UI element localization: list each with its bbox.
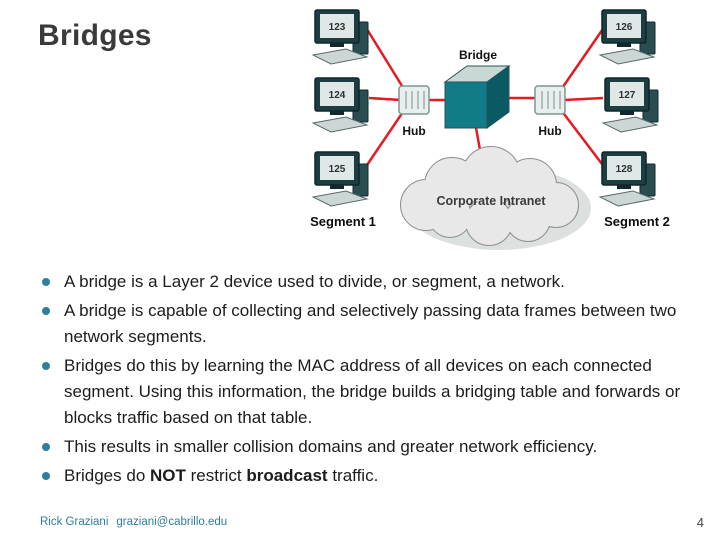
network-links [363, 25, 607, 169]
network-diagram: 123 124 125 126 127 128 Hub Hub Bridge [310, 9, 670, 250]
slide-footer: Rick Graziani graziani@cabrillo.edu [40, 516, 235, 528]
computer-icon: 126 [599, 9, 656, 65]
computer-icon: 128 [599, 151, 656, 207]
hub-left-label: Hub [402, 124, 425, 138]
bridge-icon [443, 65, 511, 129]
page-number: 4 [696, 515, 704, 530]
bullet-text: Bridges do this by learning the MAC addr… [64, 356, 681, 427]
bullet-text: This results in smaller collision domain… [64, 437, 598, 456]
computer-icon: 127 [602, 77, 659, 133]
cloud-icon: Corporate Intranet [400, 146, 591, 250]
bullet-item: Bridges do NOT restrict broadcast traffi… [40, 463, 704, 489]
bullet-item: A bridge is a Layer 2 device used to div… [40, 269, 704, 295]
computer-icon: 125 [312, 151, 369, 207]
computer-label: 125 [329, 164, 346, 175]
computer-label: 126 [616, 22, 633, 33]
bullet-list: A bridge is a Layer 2 device used to div… [40, 269, 704, 492]
computer-icon: 123 [312, 9, 369, 65]
bullet-item: This results in smaller collision domain… [40, 434, 704, 460]
bullet-item: Bridges do this by learning the MAC addr… [40, 353, 704, 431]
computer-label: 128 [616, 164, 633, 175]
footer-email: graziani@cabrillo.edu [116, 516, 228, 528]
bullet-text: Bridges do [64, 466, 150, 485]
hub-icon [534, 85, 566, 115]
segment-1-label: Segment 1 [310, 214, 376, 229]
bridge-label: Bridge [459, 48, 497, 62]
bullet-text: A bridge is a Layer 2 device used to div… [64, 272, 565, 291]
computer-label: 127 [619, 90, 636, 101]
computer-label: 124 [329, 90, 346, 101]
slide-title: Bridges [38, 19, 152, 52]
hub-right-label: Hub [538, 124, 561, 138]
bullet-item: A bridge is capable of collecting and se… [40, 298, 704, 350]
cloud-label: Corporate Intranet [436, 194, 546, 208]
bullet-text-bold: broadcast [246, 466, 328, 485]
segment-2-label: Segment 2 [604, 214, 670, 229]
bullet-text: A bridge is capable of collecting and se… [64, 301, 677, 346]
bullet-text-bold: NOT [150, 466, 186, 485]
computer-label: 123 [329, 22, 346, 33]
bullet-text: restrict [185, 466, 247, 485]
hub-icon [398, 85, 430, 115]
computer-icon: 124 [312, 77, 369, 133]
footer-author: Rick Graziani [40, 516, 109, 528]
bullet-text: traffic. [327, 466, 379, 485]
